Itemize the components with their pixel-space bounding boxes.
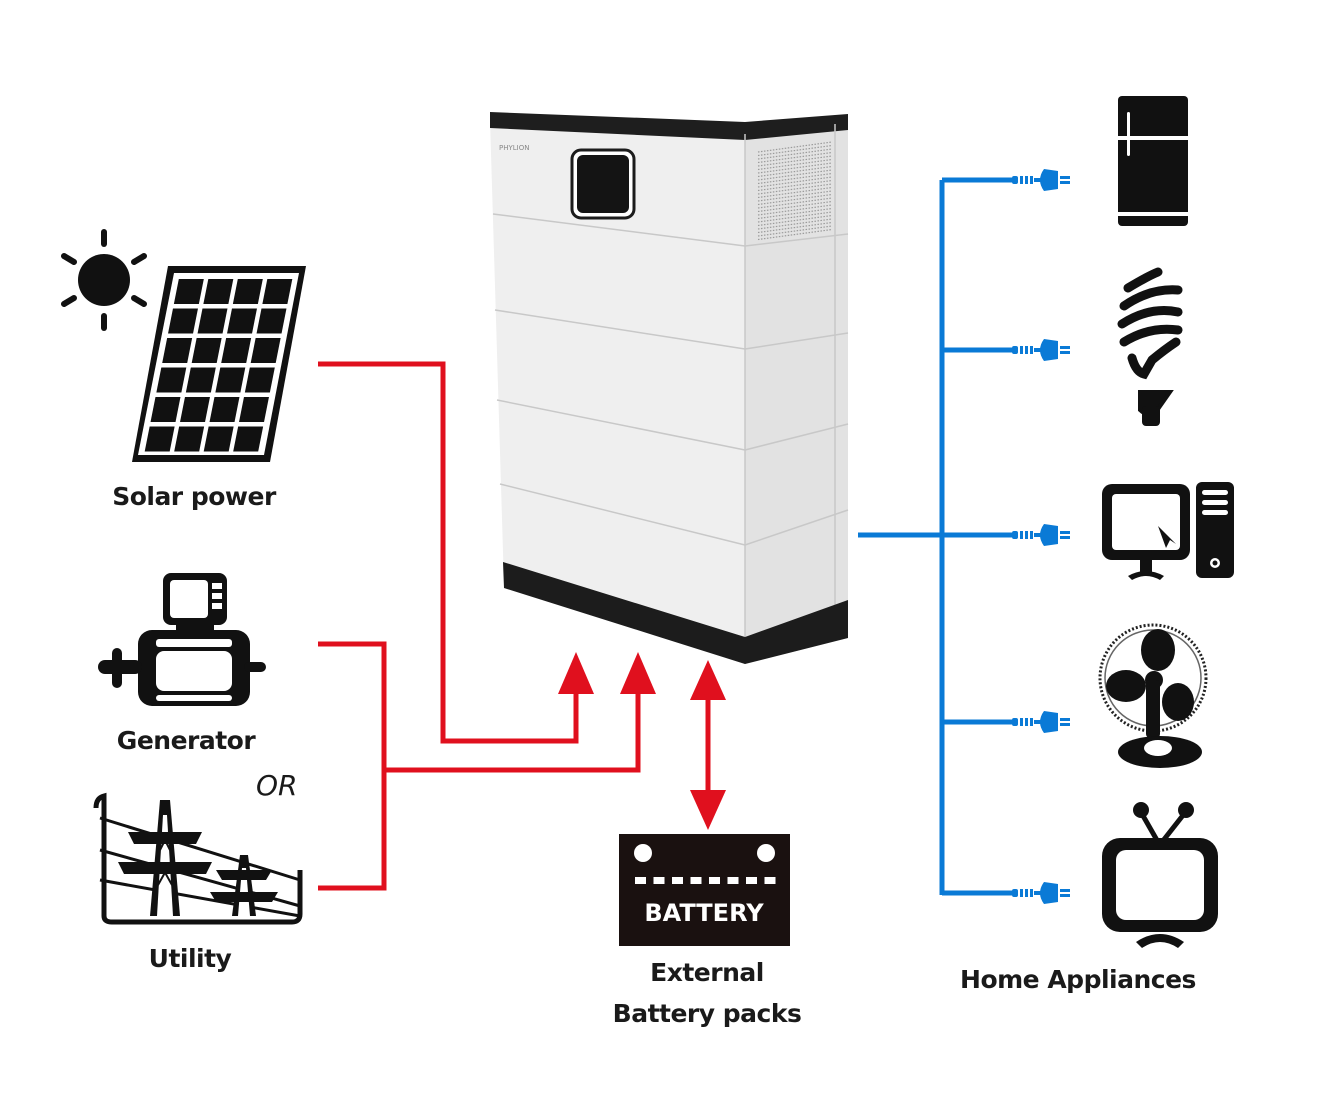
battery-dash xyxy=(690,877,702,884)
battery-dash xyxy=(709,877,720,884)
solar-cell xyxy=(244,367,275,393)
plug-fan xyxy=(942,711,1070,733)
battery-dash xyxy=(653,877,665,884)
battery-dash xyxy=(635,877,646,884)
or-label: OR xyxy=(256,769,298,802)
solar-arrowhead xyxy=(558,652,594,694)
battery-arrowhead-down xyxy=(690,790,726,830)
utility-label: Utility xyxy=(148,944,232,973)
solar-cell xyxy=(209,397,240,422)
solar-cell xyxy=(156,367,187,393)
solar-cell xyxy=(227,308,257,334)
solar-cell xyxy=(174,426,205,452)
solar-power-label: Solar power xyxy=(112,482,276,511)
grid-merge-line xyxy=(384,690,641,773)
external-label: External xyxy=(650,958,764,987)
generator-label: Generator xyxy=(116,726,256,755)
solar-cell xyxy=(250,338,281,363)
plug-tv xyxy=(942,882,1070,904)
refrigerator-icon xyxy=(1118,96,1188,226)
solar-cell xyxy=(215,367,246,393)
battery-dash xyxy=(727,877,739,884)
solar-flow-line xyxy=(318,361,579,744)
vent-grille xyxy=(757,141,833,241)
solar-cell xyxy=(173,279,204,304)
plug-computer xyxy=(942,524,1070,546)
battery-cabinet-icon: PHYLION xyxy=(490,112,849,664)
appliance-plugs xyxy=(942,169,1070,904)
input-flow-lines xyxy=(318,361,711,891)
solar-cell xyxy=(221,338,252,363)
input-flow-arrowheads xyxy=(558,652,726,830)
generator-icon xyxy=(98,573,266,706)
solar-cell xyxy=(233,426,264,452)
output-flow-lines xyxy=(858,180,945,895)
battery-dash xyxy=(746,877,757,884)
solar-cell xyxy=(203,426,234,452)
solar-cell xyxy=(262,279,293,304)
home-appliances-label: Home Appliances xyxy=(960,965,1196,994)
solar-cell xyxy=(144,426,175,452)
grid-arrowhead xyxy=(620,652,656,694)
light-bulb-icon xyxy=(1117,267,1183,426)
solar-cell xyxy=(191,338,222,363)
battery-arrowhead-up xyxy=(690,660,726,700)
solar-cell xyxy=(197,308,228,334)
sun-icon xyxy=(61,229,147,331)
solar-cell xyxy=(185,367,216,393)
power-tower-icon xyxy=(93,792,303,925)
plug-bulb xyxy=(942,339,1070,361)
car-battery-icon: BATTERY xyxy=(619,834,790,946)
battery-badge-text: BATTERY xyxy=(644,899,764,927)
solar-cell xyxy=(232,279,263,304)
solar-cell xyxy=(168,308,198,334)
solar-cell xyxy=(180,397,210,422)
battery-dash xyxy=(672,877,683,884)
fan-icon xyxy=(1098,623,1208,768)
generator-flow-line xyxy=(318,641,387,891)
solar-panel-icon xyxy=(132,266,306,462)
battery-dash xyxy=(764,877,776,884)
battery-packs-label: Battery packs xyxy=(612,999,802,1028)
solar-cell xyxy=(162,338,193,363)
solar-cell xyxy=(150,397,181,422)
solar-cell xyxy=(239,397,269,422)
plug-fridge xyxy=(942,169,1070,191)
brand-logo: PHYLION xyxy=(499,144,529,152)
television-icon xyxy=(1102,802,1218,948)
solar-cell xyxy=(203,279,234,304)
solar-cell xyxy=(256,308,287,334)
desktop-computer-icon xyxy=(1102,482,1234,580)
